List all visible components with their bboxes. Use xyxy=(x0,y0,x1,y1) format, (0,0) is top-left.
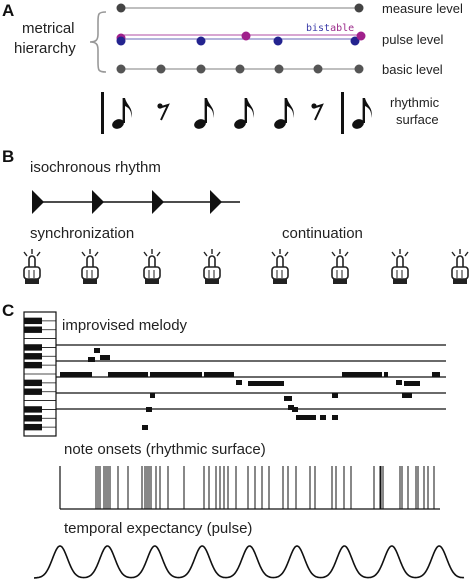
hierarchy-brace xyxy=(89,11,107,73)
black-key xyxy=(24,317,42,325)
expectancy-curve xyxy=(34,545,465,579)
tap-hand-icon xyxy=(203,248,221,285)
eighth-note-icon xyxy=(350,98,372,131)
melody-note xyxy=(60,372,92,377)
bistable-label: bistable xyxy=(306,23,354,34)
melody-note xyxy=(342,372,382,377)
basic-dot xyxy=(156,64,166,74)
basic-dot xyxy=(235,64,245,74)
pulse-marker xyxy=(152,190,164,214)
measure-dot xyxy=(354,3,364,13)
melody-note xyxy=(402,393,412,398)
tap-hands xyxy=(23,248,469,285)
panel-a-letter: A xyxy=(2,1,14,20)
hierarchy-label-1: metrical xyxy=(22,20,75,37)
melody-note xyxy=(432,372,440,377)
bar-line-icon xyxy=(101,92,104,134)
tap-hand-icon xyxy=(331,248,349,285)
pulse-level-label: pulse level xyxy=(382,32,444,47)
basic-level-label: basic level xyxy=(382,62,443,77)
pulse-dot-blue xyxy=(116,36,126,46)
pulse-marker xyxy=(92,190,104,214)
hierarchy-label-2: hierarchy xyxy=(14,40,76,57)
melody-note xyxy=(146,407,152,412)
eighth-note-icon xyxy=(110,98,132,131)
melody-note xyxy=(332,393,338,398)
eighth-rest-icon xyxy=(156,102,169,121)
onset-spikes xyxy=(95,466,435,509)
eighth-note-icon xyxy=(232,98,254,131)
pulse-marker xyxy=(32,190,44,214)
rhythmic-label-2: surface xyxy=(396,112,439,127)
expectancy-label: temporal expectancy (pulse) xyxy=(64,520,252,537)
melody-note xyxy=(94,348,100,353)
pulse-marker xyxy=(210,190,222,214)
eighth-note-icon xyxy=(192,98,214,131)
tap-hand-icon xyxy=(271,248,289,285)
melody-label: improvised melody xyxy=(62,317,188,334)
black-key xyxy=(24,423,42,431)
measure-dot xyxy=(116,3,126,13)
melody-note xyxy=(292,407,298,412)
melody-note xyxy=(204,372,234,377)
bar-line-icon xyxy=(341,92,344,134)
melody-note xyxy=(108,372,148,377)
basic-dots xyxy=(116,64,364,74)
melody-note xyxy=(100,355,110,360)
tap-hand-icon xyxy=(81,248,99,285)
melody-note xyxy=(156,372,202,377)
isochronous-pulses xyxy=(32,190,222,214)
basic-dot xyxy=(274,64,284,74)
basic-dot xyxy=(116,64,126,74)
tap-hand-icon xyxy=(391,248,409,285)
onset-axis xyxy=(59,466,440,510)
tap-hand-icon xyxy=(451,248,469,285)
melody-note xyxy=(320,415,326,420)
melody-note xyxy=(296,415,316,420)
melody-note xyxy=(288,405,294,410)
panel-b-letter: B xyxy=(2,147,14,166)
eighth-note-icon xyxy=(272,98,294,131)
onsets-label: note onsets (rhythmic surface) xyxy=(64,441,266,458)
melody-note xyxy=(396,380,402,385)
tap-hand-icon xyxy=(23,248,41,285)
pulse-dot-magenta xyxy=(241,31,251,41)
melody-note xyxy=(284,396,292,401)
melody-note xyxy=(150,372,158,377)
panel-c-letter: C xyxy=(2,301,14,320)
piano-keyboard-icon xyxy=(23,311,57,437)
synchronization-label: synchronization xyxy=(30,225,134,242)
melody-note xyxy=(88,357,95,362)
black-key xyxy=(24,406,42,413)
pulse-dot-blue xyxy=(350,36,360,46)
melody-note xyxy=(384,372,388,377)
melody-note xyxy=(236,380,242,385)
pulse-dot-blue xyxy=(196,36,206,46)
pulse-dot-blue xyxy=(273,36,283,46)
melody-note xyxy=(404,381,420,386)
melody-note xyxy=(332,415,338,420)
black-key xyxy=(24,415,42,422)
basic-dot xyxy=(354,64,364,74)
black-key xyxy=(24,326,42,333)
melody-note xyxy=(248,381,284,386)
black-key xyxy=(24,361,42,369)
black-key xyxy=(24,379,42,387)
basic-dot xyxy=(196,64,206,74)
pulse-dot-magenta xyxy=(356,31,366,41)
basic-dot xyxy=(313,64,323,74)
black-key xyxy=(24,388,42,395)
melody-note xyxy=(142,425,148,430)
tap-hand-icon xyxy=(143,248,161,285)
melody-note xyxy=(150,393,155,398)
black-key xyxy=(24,344,42,351)
melody-notes xyxy=(60,348,440,430)
eighth-rest-icon xyxy=(310,102,323,121)
isochronous-label: isochronous rhythm xyxy=(30,159,161,176)
black-key xyxy=(24,353,42,360)
rhythmic-label-1: rhythmic xyxy=(390,95,440,110)
continuation-label: continuation xyxy=(282,225,363,242)
measure-level-label: measure level xyxy=(382,1,463,16)
